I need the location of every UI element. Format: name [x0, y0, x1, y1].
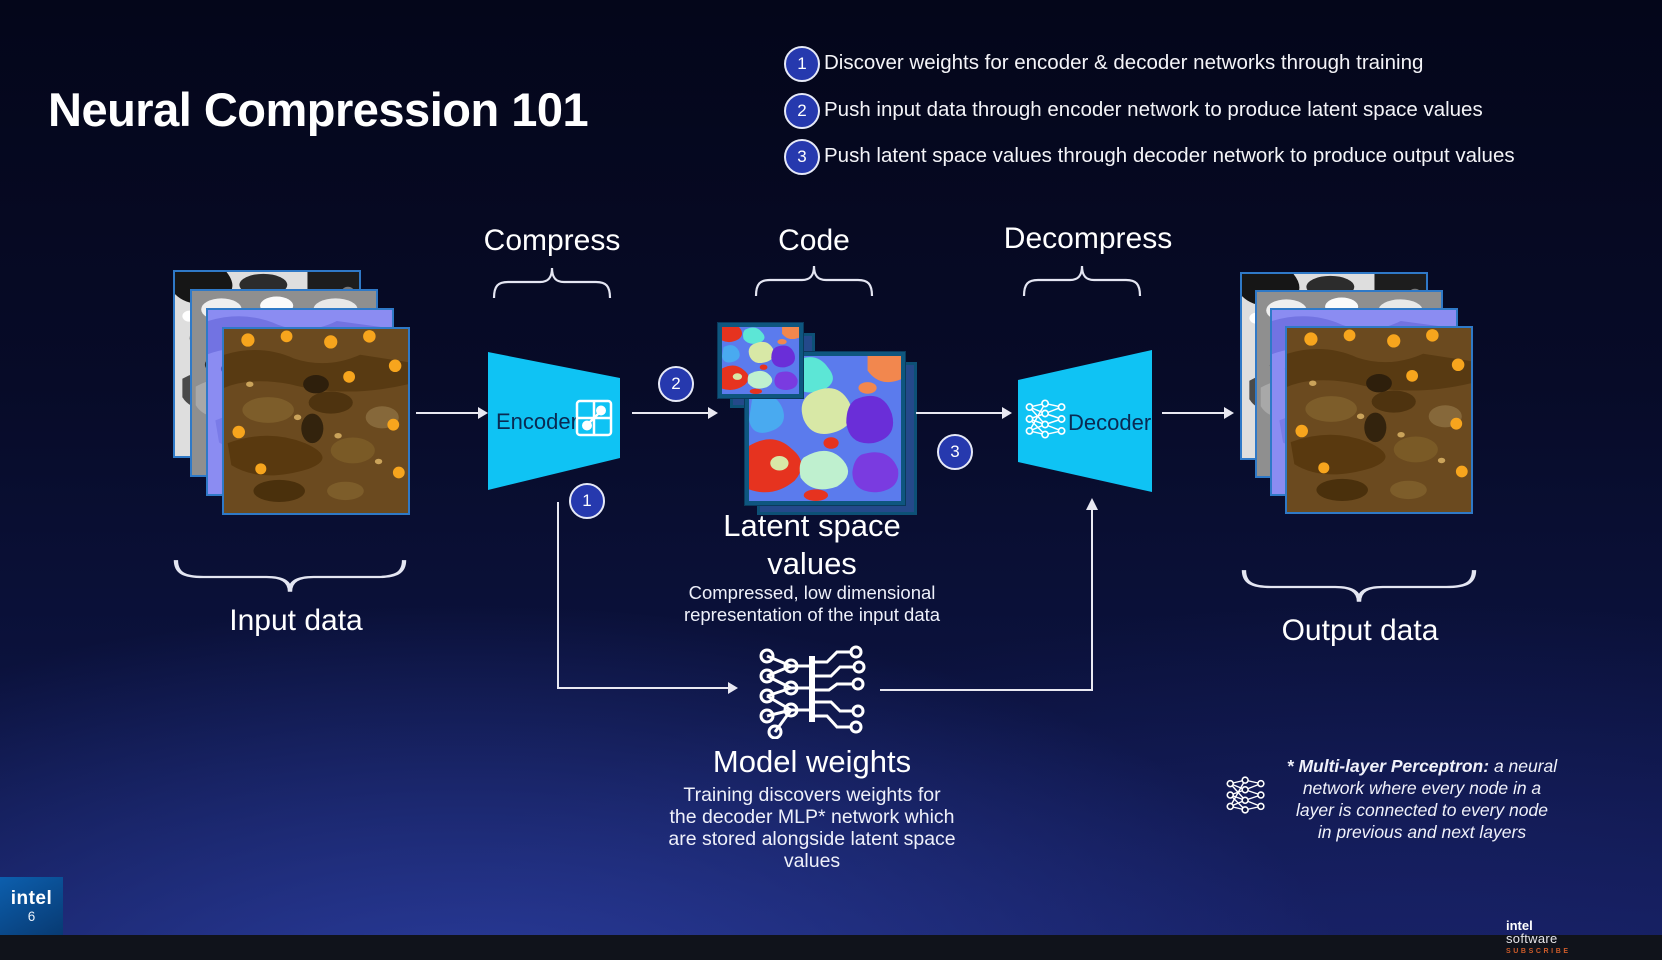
step-1-badge: 1: [784, 46, 820, 82]
footnote-line3: layer is connected to every node: [1296, 800, 1548, 820]
arrow-input-to-encoder: [416, 407, 488, 419]
footnote-term: * Multi-layer Perceptron:: [1286, 756, 1490, 776]
output-data-brace-icon: [1240, 568, 1478, 606]
intel-software-watermark: intel software SUBSCRIBE: [1506, 919, 1571, 957]
encoder-label: Encoder: [496, 409, 578, 434]
step-2-badge: 2: [784, 93, 820, 129]
step-2-number: 2: [797, 101, 807, 120]
input-image-layer-brown: [222, 327, 410, 515]
model-weights-desc-line4: values: [783, 850, 841, 872]
flow-badge-1-number: 1: [582, 491, 592, 510]
decoder-trapezoid: [1018, 350, 1152, 492]
connector-model-weights-to-decoder: [880, 498, 1098, 691]
model-weights-title: Model weights: [712, 744, 912, 779]
latent-title-line1: Latent space: [723, 508, 901, 543]
connector-encoder-to-model-weights: [557, 502, 738, 694]
code-brace-icon: [754, 262, 874, 298]
decoder-label: Decoder: [1068, 410, 1152, 435]
footnote-line1: * Multi-layer Perceptron: a neural: [1282, 756, 1562, 777]
model-weights-desc-line3: are stored alongside latent space: [668, 828, 956, 850]
arrow-latent-to-decoder: [916, 407, 1012, 419]
decoder-block: Decoder: [1018, 350, 1152, 492]
watermark-software: software: [1506, 931, 1558, 946]
footnote-line4: in previous and next layers: [1317, 822, 1527, 842]
neural-network-icon: [1024, 398, 1068, 440]
input-data-label: Input data: [229, 604, 363, 637]
latent-title-line2: values: [767, 546, 857, 581]
intel-wordmark: intel: [10, 887, 53, 909]
neural-circuit-icon: [757, 644, 869, 739]
encoder-trapezoid: [488, 352, 620, 490]
latent-image-small: [717, 322, 804, 399]
footnote-neural-network-icon: [1225, 775, 1267, 815]
output-data-label: Output data: [1281, 614, 1439, 647]
model-weights-desc-line1: Training discovers weights for: [683, 784, 941, 806]
flow-badge-3: 3: [937, 434, 973, 470]
watermark-intel: intel: [1506, 918, 1533, 933]
compress-brace-icon: [492, 264, 612, 300]
intel-logo: intel 6: [0, 877, 63, 935]
stage-label-code: Code: [778, 224, 850, 257]
encoder-block: Encoder: [488, 352, 620, 490]
watermark-subscribe[interactable]: SUBSCRIBE: [1506, 948, 1571, 955]
arrow-decoder-to-output: [1162, 407, 1234, 419]
flow-badge-3-number: 3: [950, 442, 960, 461]
slide-number: 6: [27, 908, 36, 924]
flow-badge-2: 2: [658, 366, 694, 402]
footnote-line2: network where every node in a: [1302, 778, 1542, 798]
step-3-number: 3: [797, 147, 807, 166]
step-1-number: 1: [797, 54, 807, 73]
arrow-encoder-to-latent: [632, 407, 718, 419]
model-weights-desc-line2: the decoder MLP* network which: [669, 806, 955, 828]
step-3-text: Push latent space values through decoder…: [824, 144, 1515, 167]
latent-desc-line1: Compressed, low dimensional: [688, 582, 936, 603]
step-3-badge: 3: [784, 139, 820, 175]
decompress-brace-icon: [1022, 262, 1142, 298]
step-2-text: Push input data through encoder network …: [824, 98, 1483, 121]
stage-label-compress: Compress: [483, 224, 621, 257]
step-1-text: Discover weights for encoder & decoder n…: [824, 51, 1424, 74]
bottom-bar: [0, 935, 1662, 960]
compress-grid-icon: [574, 398, 614, 438]
flow-badge-1: 1: [569, 483, 605, 519]
input-data-brace-icon: [172, 558, 408, 596]
stage-label-decompress: Decompress: [1003, 222, 1173, 255]
flow-badge-2-number: 2: [671, 374, 681, 393]
page-title: Neural Compression 101: [48, 83, 589, 136]
footnote-rest: a neural: [1489, 756, 1558, 776]
output-image-layer-brown: [1285, 326, 1473, 514]
latent-desc-line2: representation of the input data: [683, 604, 941, 625]
